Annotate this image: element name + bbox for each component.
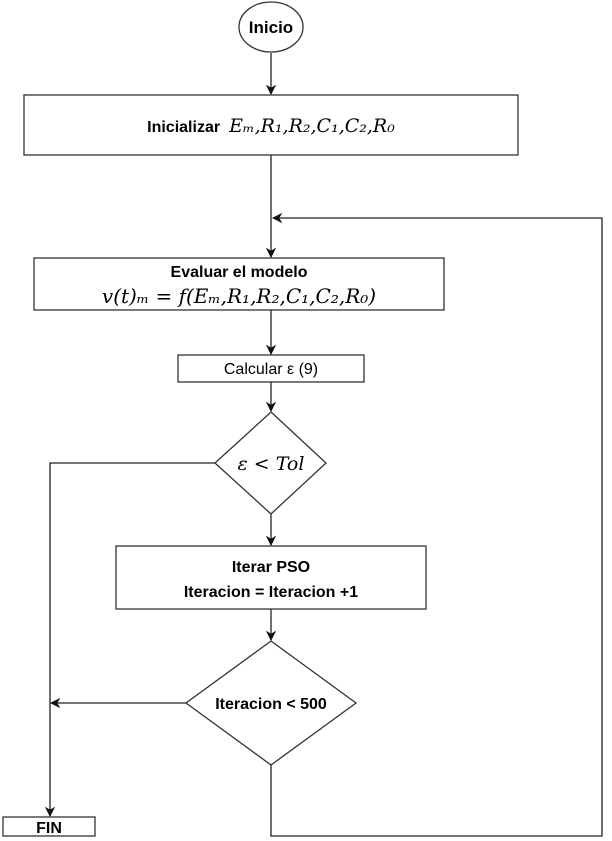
node-start: Inicio: [238, 1, 304, 53]
init-params: Eₘ,R₁,R₂,C₁,C₂,R₀: [228, 115, 395, 137]
init-box: [23, 94, 519, 156]
iterate-box: [115, 545, 427, 610]
start-label: Inicio: [249, 18, 293, 37]
init-label: Inicializar: [147, 119, 220, 136]
node-init: Inicializar Eₘ,R₁,R₂,C₁,C₂,R₀: [23, 94, 519, 156]
evaluate-formula: v(t)ₘ = f(Eₘ,R₁,R₂,C₁,C₂,R₀): [102, 284, 376, 308]
node-check-iter: Iteracion < 500: [184, 640, 358, 766]
evaluate-title: Evaluar el modelo: [171, 264, 308, 281]
node-evaluate: Evaluar el modelo v(t)ₘ = f(Eₘ,R₁,R₂,C₁,…: [33, 257, 445, 311]
edge-check-tol-to-end: [44, 462, 215, 818]
check-iter-diamond: [184, 640, 358, 766]
node-end: FIN: [2, 816, 96, 837]
end-box: [2, 816, 96, 837]
evaluate-box: [33, 257, 445, 311]
node-check-tol: ε < Tol: [214, 411, 327, 515]
calc-error-box: [177, 354, 365, 383]
iterate-line2: Iteracion = Iteracion +1: [184, 584, 358, 601]
end-label: FIN: [36, 820, 62, 837]
calc-error-label: Calcular ε (9): [224, 361, 318, 378]
init-text: Inicializar Eₘ,R₁,R₂,C₁,C₂,R₀: [147, 115, 395, 137]
node-calc-error: Calcular ε (9): [177, 354, 365, 383]
start-ellipse: [238, 1, 304, 53]
check-tol-label: ε < Tol: [238, 453, 305, 475]
node-iterate: Iterar PSO Iteracion = Iteracion +1: [115, 545, 427, 610]
check-iter-label: Iteracion < 500: [215, 696, 327, 713]
iterate-line1: Iterar PSO: [232, 559, 310, 576]
edge-loop-back: [270, 212, 603, 837]
check-tol-diamond: [214, 411, 327, 515]
edges: [44, 53, 603, 837]
